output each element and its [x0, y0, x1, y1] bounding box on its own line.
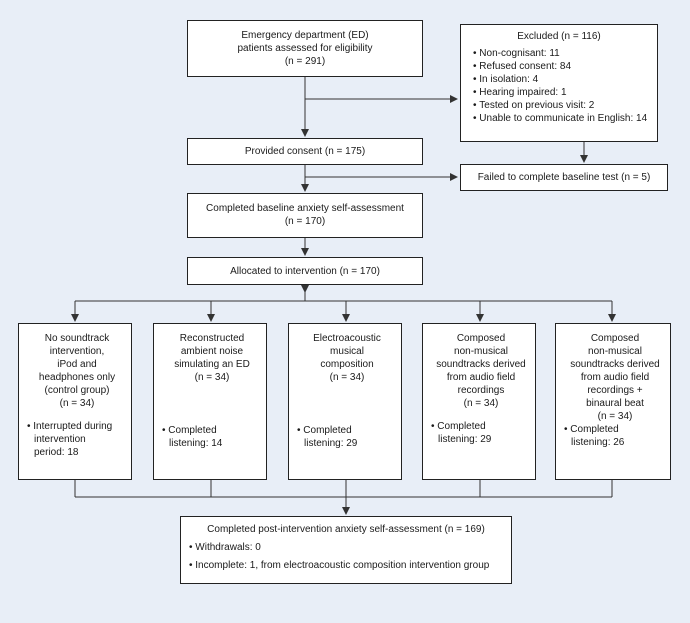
group-item: listening: 26: [571, 437, 625, 448]
group-line: soundtracks derived: [570, 359, 660, 370]
group-line: recordings +: [587, 385, 643, 396]
baseline-n: (n = 170): [284, 216, 326, 227]
group-line: simulating an ED: [174, 359, 250, 370]
group-item: period: 18: [34, 447, 79, 458]
group-line: ambient noise: [180, 346, 244, 357]
node-group-ambient: Reconstructed ambient noise simulating a…: [153, 323, 267, 480]
group-line: binaural beat: [586, 398, 644, 409]
assessed-line-2: patients assessed for eligibility: [237, 43, 373, 54]
excluded-item: Hearing impaired: 1: [473, 86, 657, 99]
group-line: intervention,: [49, 346, 105, 357]
group-line: soundtracks derived: [436, 359, 526, 370]
excluded-item: Unable to communicate in English: 14: [473, 112, 657, 125]
consent-text: Provided consent (n = 175): [244, 146, 366, 157]
group-line: Composed: [590, 333, 640, 344]
node-baseline: Completed baseline anxiety self-assessme…: [187, 193, 423, 238]
assessed-line-1: Emergency department (ED): [241, 30, 369, 41]
node-group-binaural: Composed non-musical soundtracks derived…: [555, 323, 671, 480]
excluded-item: Non-cognisant: 11: [473, 47, 657, 60]
group-item: listening: 29: [438, 434, 492, 445]
group-line: recordings: [457, 385, 505, 396]
excluded-title: Excluded (n = 116): [517, 31, 601, 42]
node-excluded: Excluded (n = 116) Non-cognisant: 11 Ref…: [460, 24, 658, 142]
group-item: listening: 29: [304, 438, 358, 449]
node-post: Completed post-intervention anxiety self…: [180, 516, 512, 584]
node-group-control: No soundtrack intervention, iPod and hea…: [18, 323, 132, 480]
node-group-field-recordings: Composed non-musical soundtracks derived…: [422, 323, 536, 480]
group-line: composition: [320, 359, 374, 370]
group-n: (n = 34): [59, 398, 95, 409]
post-item: Withdrawals: 0: [189, 541, 511, 554]
group-item: Completed: [297, 424, 397, 437]
group-line: musical: [330, 346, 364, 357]
group-n: (n = 34): [597, 411, 633, 422]
group-n: (n = 34): [329, 372, 365, 383]
group-line: Composed: [456, 333, 506, 344]
node-group-electroacoustic: Electroacoustic musical composition (n =…: [288, 323, 402, 480]
group-item: Completed: [564, 423, 666, 436]
post-title: Completed post-intervention anxiety self…: [207, 524, 485, 535]
group-line: from audio field: [446, 372, 516, 383]
failed-text: Failed to complete baseline test (n = 5): [477, 172, 651, 183]
node-consent: Provided consent (n = 175): [187, 138, 423, 165]
node-allocated: Allocated to intervention (n = 170): [187, 257, 423, 285]
group-line: non-musical: [454, 346, 508, 357]
node-failed: Failed to complete baseline test (n = 5): [460, 164, 668, 191]
group-n: (n = 34): [463, 398, 499, 409]
group-line: iPod and: [57, 359, 97, 370]
allocated-text: Allocated to intervention (n = 170): [230, 266, 380, 277]
group-line: headphones only: [38, 372, 116, 383]
group-item: Completed: [162, 424, 262, 437]
group-item: Interrupted during: [27, 420, 127, 433]
excluded-item: In isolation: 4: [473, 73, 657, 86]
group-item: listening: 14: [169, 438, 223, 449]
group-line: No soundtrack: [44, 333, 110, 344]
group-line: (control group): [44, 385, 110, 396]
group-n: (n = 34): [194, 372, 230, 383]
group-line: Reconstructed: [179, 333, 245, 344]
excluded-item: Refused consent: 84: [473, 60, 657, 73]
excluded-item: Tested on previous visit: 2: [473, 99, 657, 112]
node-assessed: Emergency department (ED) patients asses…: [187, 20, 423, 77]
group-line: Electroacoustic: [313, 333, 381, 344]
group-item: Completed: [431, 420, 531, 433]
assessed-n: (n = 291): [284, 56, 326, 67]
group-item: intervention: [34, 434, 86, 445]
group-line: non-musical: [588, 346, 642, 357]
post-item: Incomplete: 1, from electroacoustic comp…: [189, 559, 511, 572]
baseline-line-1: Completed baseline anxiety self-assessme…: [206, 203, 404, 214]
group-line: from audio field: [580, 372, 650, 383]
